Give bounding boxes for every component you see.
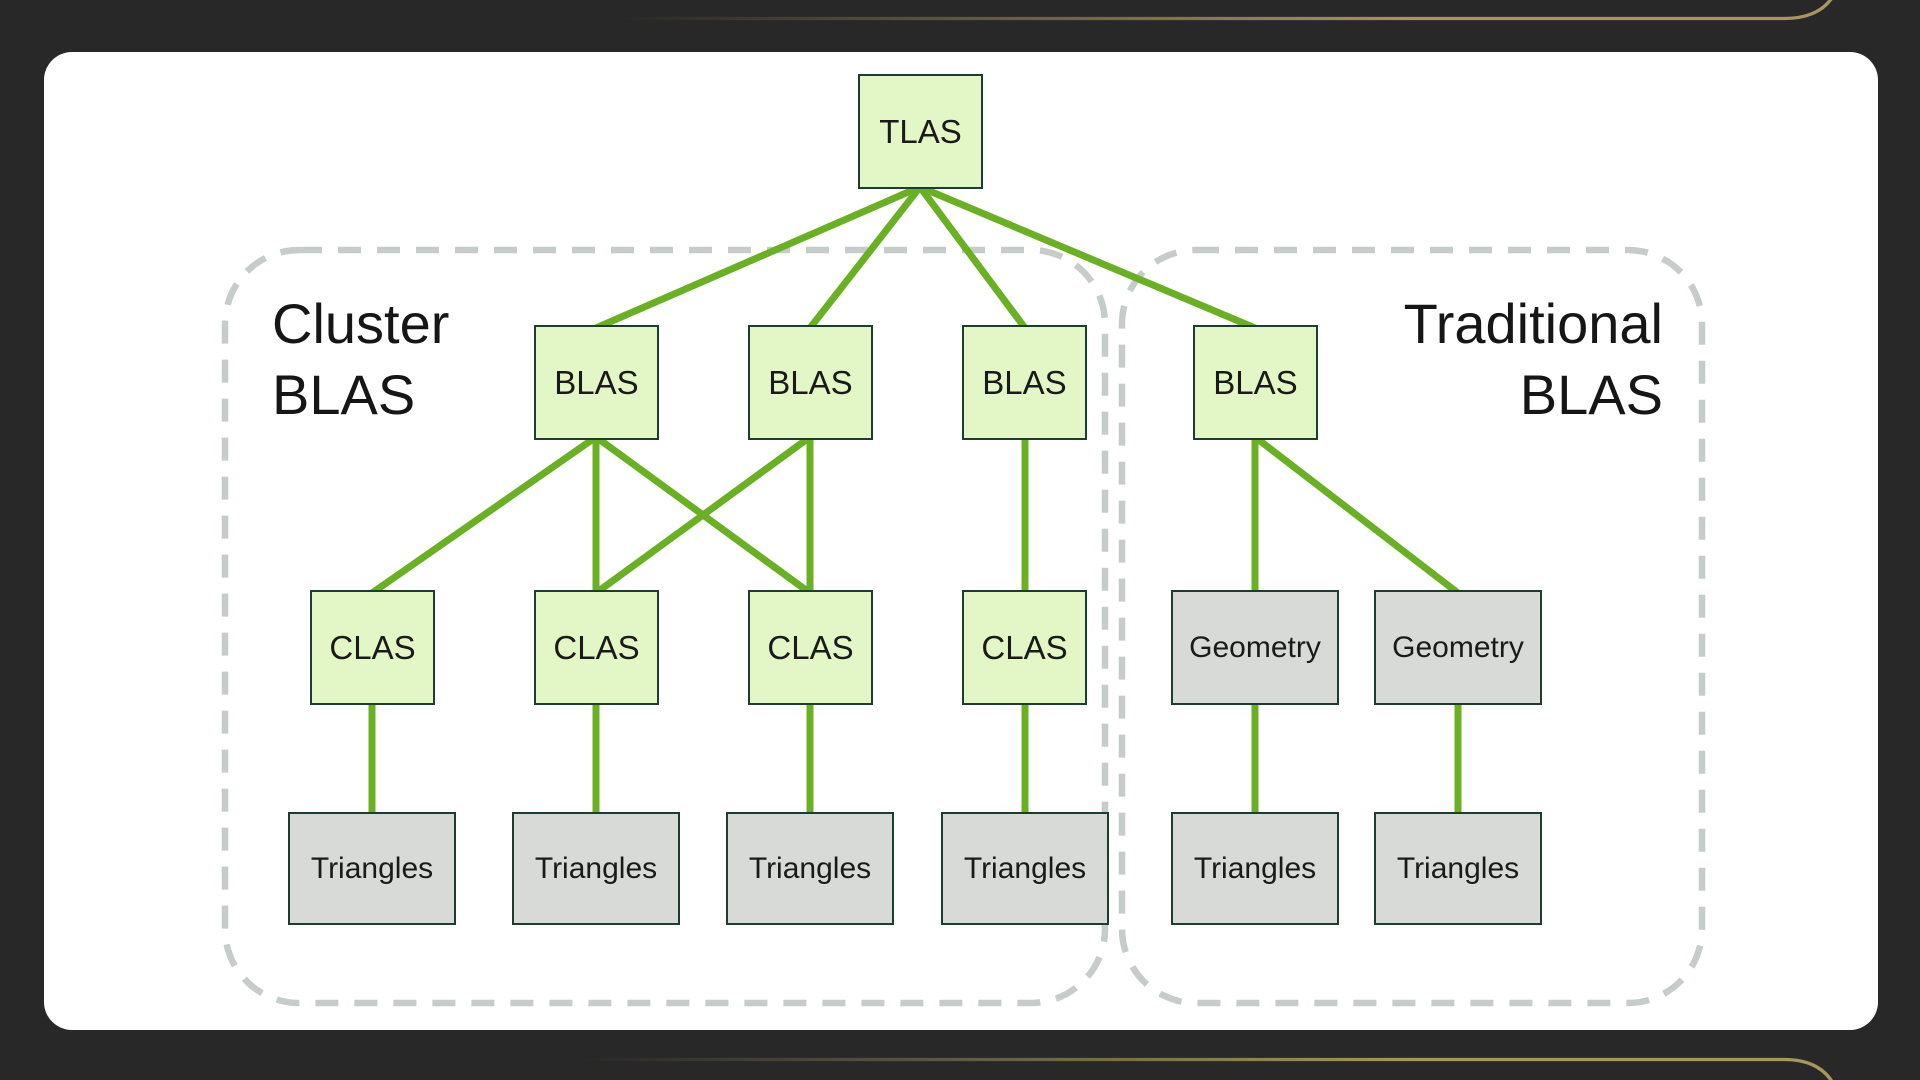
traditional-title-line2: BLAS — [1519, 363, 1663, 427]
node-clas-3: CLAS — [748, 590, 873, 705]
node-blas-2: BLAS — [748, 325, 873, 440]
cluster-title-line2: BLAS — [272, 363, 416, 427]
node-tlas: TLAS — [858, 74, 983, 189]
node-triangles-4: Triangles — [941, 812, 1109, 925]
cluster-blas-group-title: Cluster BLAS — [272, 288, 449, 430]
traditional-blas-group-title: Traditional BLAS — [1404, 288, 1663, 430]
node-triangles-1: Triangles — [288, 812, 456, 925]
accent-swoosh-top — [600, 0, 1833, 21]
node-triangles-2: Triangles — [512, 812, 680, 925]
traditional-title-line1: Traditional — [1403, 292, 1663, 355]
node-triangles-6: Triangles — [1374, 812, 1542, 925]
node-triangles-5: Triangles — [1171, 812, 1339, 925]
cluster-title-line1: Cluster — [272, 292, 450, 355]
node-geometry-1: Geometry — [1171, 590, 1339, 705]
node-clas-1: CLAS — [310, 590, 435, 705]
node-blas-1: BLAS — [534, 325, 659, 440]
node-clas-4: CLAS — [962, 590, 1087, 705]
node-blas-3: BLAS — [962, 325, 1087, 440]
node-triangles-3: Triangles — [726, 812, 894, 925]
node-clas-2: CLAS — [534, 590, 659, 705]
accent-swoosh-bottom — [560, 1057, 1833, 1080]
node-blas-4: BLAS — [1193, 325, 1318, 440]
node-geometry-2: Geometry — [1374, 590, 1542, 705]
